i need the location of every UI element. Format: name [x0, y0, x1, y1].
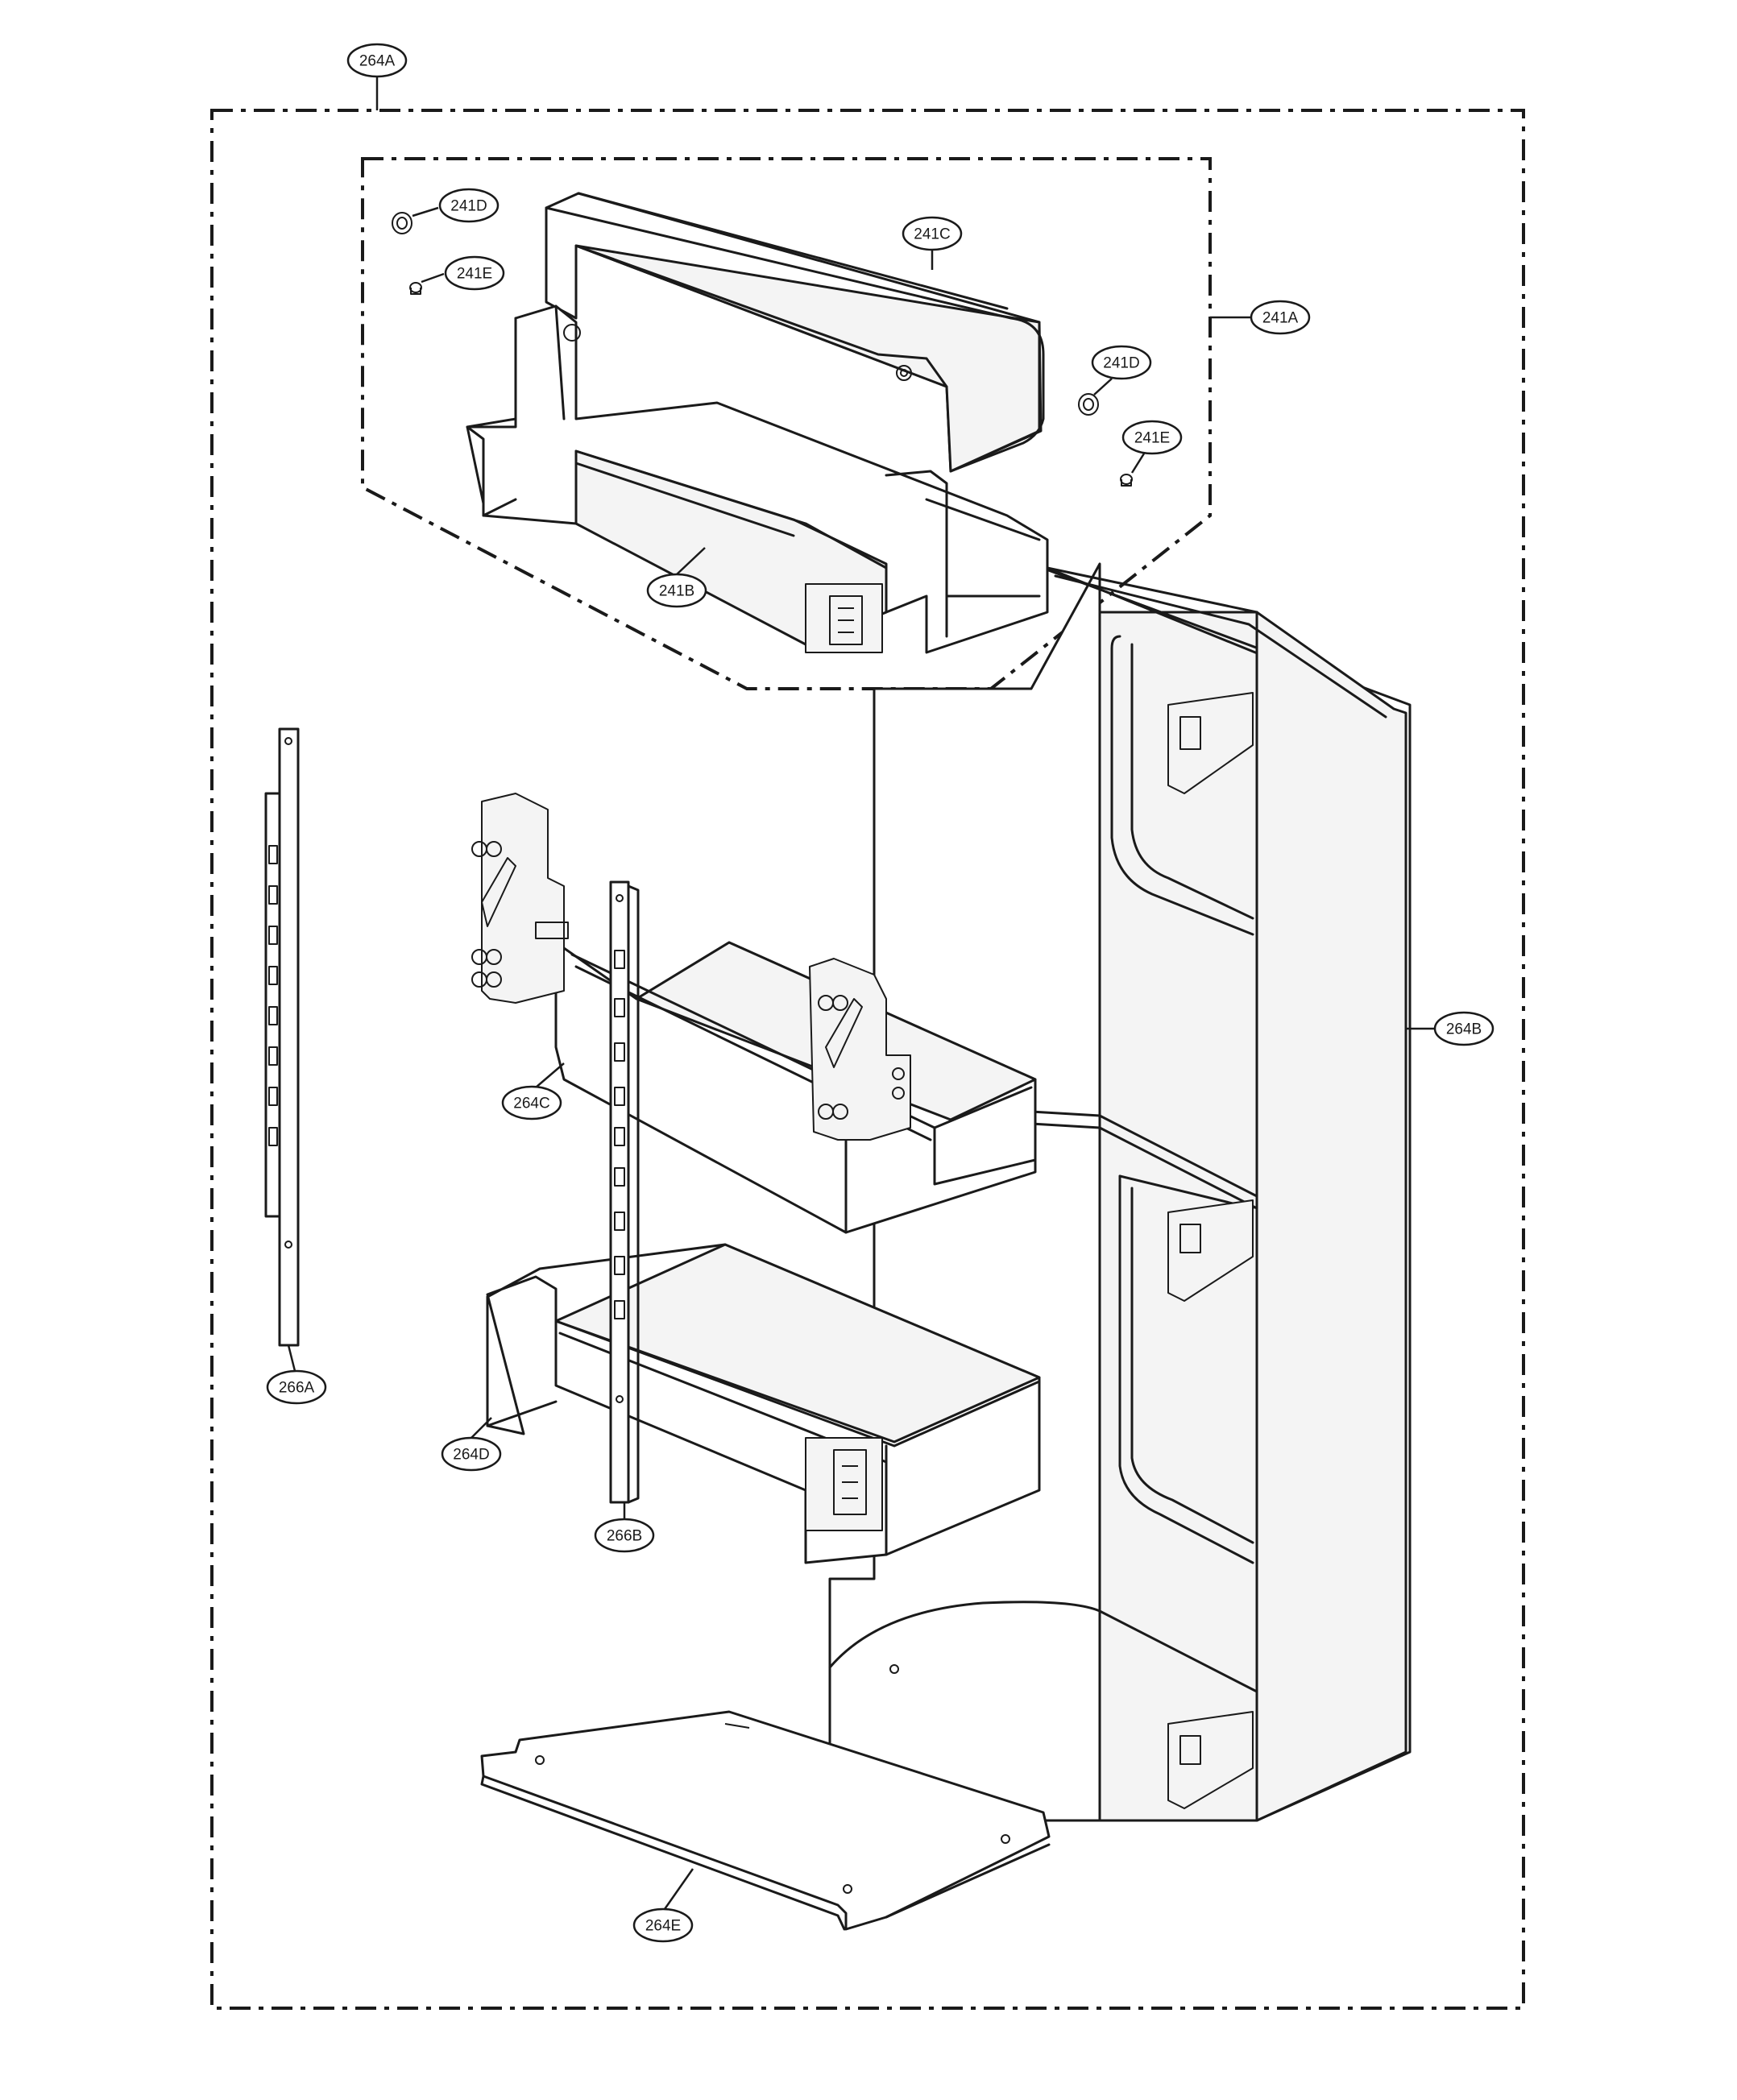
callout-264C-text: 264C — [513, 1096, 549, 1112]
callout-264C: 264C — [501, 1085, 562, 1120]
callout-241D-right-text: 241D — [1103, 355, 1139, 372]
rail-266A — [264, 727, 300, 1347]
callout-241C: 241C — [902, 216, 963, 251]
callout-241D-left: 241D — [438, 188, 500, 223]
callout-241B: 241B — [646, 573, 707, 608]
callout-264B: 264B — [1433, 1011, 1494, 1046]
callout-241D-right: 241D — [1091, 345, 1152, 380]
callout-266B-text: 266B — [607, 1528, 642, 1545]
callout-241D-left-text: 241D — [450, 198, 487, 215]
bottom-plate-264E — [480, 1710, 1051, 1931]
assembly-boundary-264A — [210, 109, 1525, 2010]
washer-241D-right — [1078, 393, 1099, 416]
washer-241D-left — [392, 212, 412, 234]
middle-bin-264C — [471, 793, 1037, 1234]
callout-241C-text: 241C — [914, 226, 950, 243]
callout-241E-right: 241E — [1121, 420, 1183, 455]
callout-264B-text: 264B — [1446, 1021, 1482, 1038]
callout-241A: 241A — [1250, 300, 1311, 335]
callout-266A-text: 266A — [279, 1380, 315, 1397]
top-bin-241B — [466, 304, 1049, 654]
callout-264A-text: 264A — [359, 53, 396, 70]
callout-266B: 266B — [594, 1518, 655, 1553]
callout-264A: 264A — [346, 43, 408, 78]
callout-241A-text: 241A — [1262, 310, 1299, 327]
callout-264D: 264D — [441, 1436, 502, 1472]
callout-264E-text: 264E — [645, 1918, 681, 1935]
callout-241E-left: 241E — [444, 255, 505, 291]
callout-264E: 264E — [632, 1907, 694, 1943]
callout-266A: 266A — [266, 1369, 327, 1405]
screw-241E-right — [1120, 474, 1133, 487]
screw-241E-left — [409, 282, 422, 295]
callout-241E-left-text: 241E — [457, 266, 492, 283]
callout-241B-text: 241B — [659, 583, 694, 600]
callout-264D-text: 264D — [453, 1447, 489, 1464]
callout-241E-right-text: 241E — [1134, 430, 1170, 447]
rail-266B — [609, 880, 640, 1504]
